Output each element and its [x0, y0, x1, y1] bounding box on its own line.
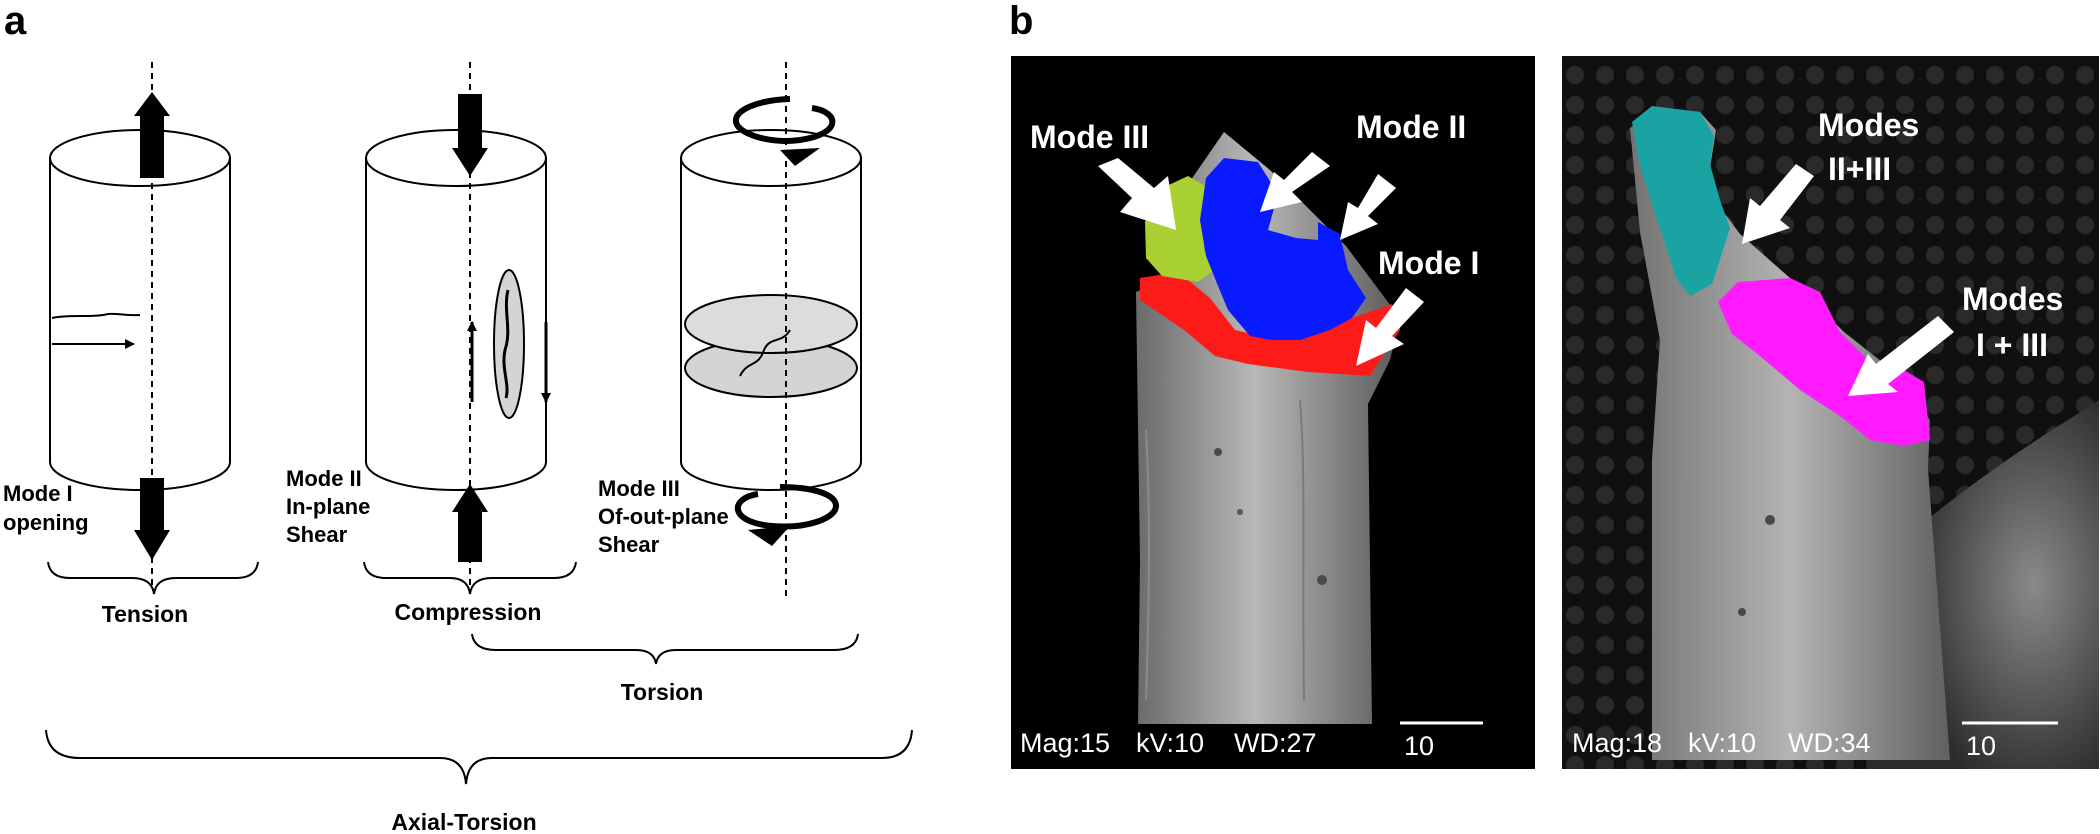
- tension-bracket: [47, 561, 259, 595]
- panel-a-letter: a: [4, 0, 27, 43]
- modes-i-iii-pointer: [1848, 316, 1954, 396]
- modes-ii-iii-region: [1632, 106, 1730, 296]
- cylinder-mode-ii: [365, 62, 551, 590]
- scale-label-2: 10: [1966, 731, 1996, 761]
- cylinder-mode-iii: [680, 62, 862, 600]
- mode-iii-pointer: [1098, 158, 1176, 230]
- compression-arrow-up: [452, 484, 488, 562]
- shear-plane: [493, 269, 525, 419]
- mode-i-desc: opening: [3, 510, 89, 535]
- label-mode-ii: Mode II: [1356, 109, 1466, 145]
- axial-torsion-label: Axial-Torsion: [391, 809, 536, 834]
- label-mode-i: Mode I: [1378, 245, 1479, 281]
- scale-label-1: 10: [1404, 731, 1434, 761]
- mode-ii-pointer-1: [1260, 152, 1330, 212]
- mode-ii-desc-2: Shear: [286, 522, 348, 547]
- wd-2: WD:34: [1788, 728, 1871, 758]
- tension-arrow-down: [134, 478, 170, 560]
- cylinder-mode-i: [49, 62, 231, 590]
- tension-arrow-up: [134, 92, 170, 178]
- sem-image-1: Mode III Mode II Mode I Mag:15 kV:10 WD:…: [1011, 56, 1535, 769]
- torsion-bracket: [471, 633, 859, 665]
- panel-b-letter: b: [1009, 0, 1033, 43]
- label-i-iii: I + III: [1976, 327, 2048, 363]
- label-ii-iii: II+III: [1828, 151, 1891, 187]
- compression-label: Compression: [395, 599, 542, 625]
- kv-1: kV:10: [1136, 728, 1204, 758]
- modes-i-iii-region: [1718, 278, 1930, 446]
- torsion-arrow-top: [733, 96, 836, 166]
- edge-crack: [51, 312, 141, 319]
- mode-iii-desc-1: Of-out-plane: [598, 504, 729, 529]
- modes-ii-iii-pointer: [1742, 164, 1814, 244]
- torsion-label: Torsion: [621, 679, 704, 705]
- label-modes-1: Modes: [1818, 107, 1919, 143]
- mode-iii-desc-2: Shear: [598, 532, 660, 557]
- compression-arrow-down: [452, 94, 488, 176]
- mode-iii-title: Mode III: [598, 476, 680, 501]
- mode-i-title: Mode I: [3, 481, 73, 506]
- mode-ii-pointer-2: [1340, 174, 1396, 240]
- mode-i-region: [1140, 272, 1400, 376]
- compression-bracket: [363, 561, 577, 595]
- mag-2: Mag:18: [1572, 728, 1662, 758]
- tension-label: Tension: [102, 601, 188, 627]
- torsion-arrow-bottom: [735, 484, 840, 546]
- mode-ii-title: Mode II: [286, 466, 362, 491]
- mode-ii-desc-1: In-plane: [286, 494, 370, 519]
- kv-2: kV:10: [1688, 728, 1756, 758]
- wd-1: WD:27: [1234, 728, 1317, 758]
- axial-torsion-bracket: [45, 729, 913, 785]
- label-mode-iii: Mode III: [1030, 119, 1149, 155]
- mode-i-pointer: [1356, 288, 1424, 366]
- sem-image-2: Modes II+III Modes I + III Mag:18 kV:10 …: [1562, 56, 2099, 769]
- label-modes-2: Modes: [1962, 281, 2063, 317]
- mode-ii-region: [1200, 158, 1366, 340]
- mag-1: Mag:15: [1020, 728, 1110, 758]
